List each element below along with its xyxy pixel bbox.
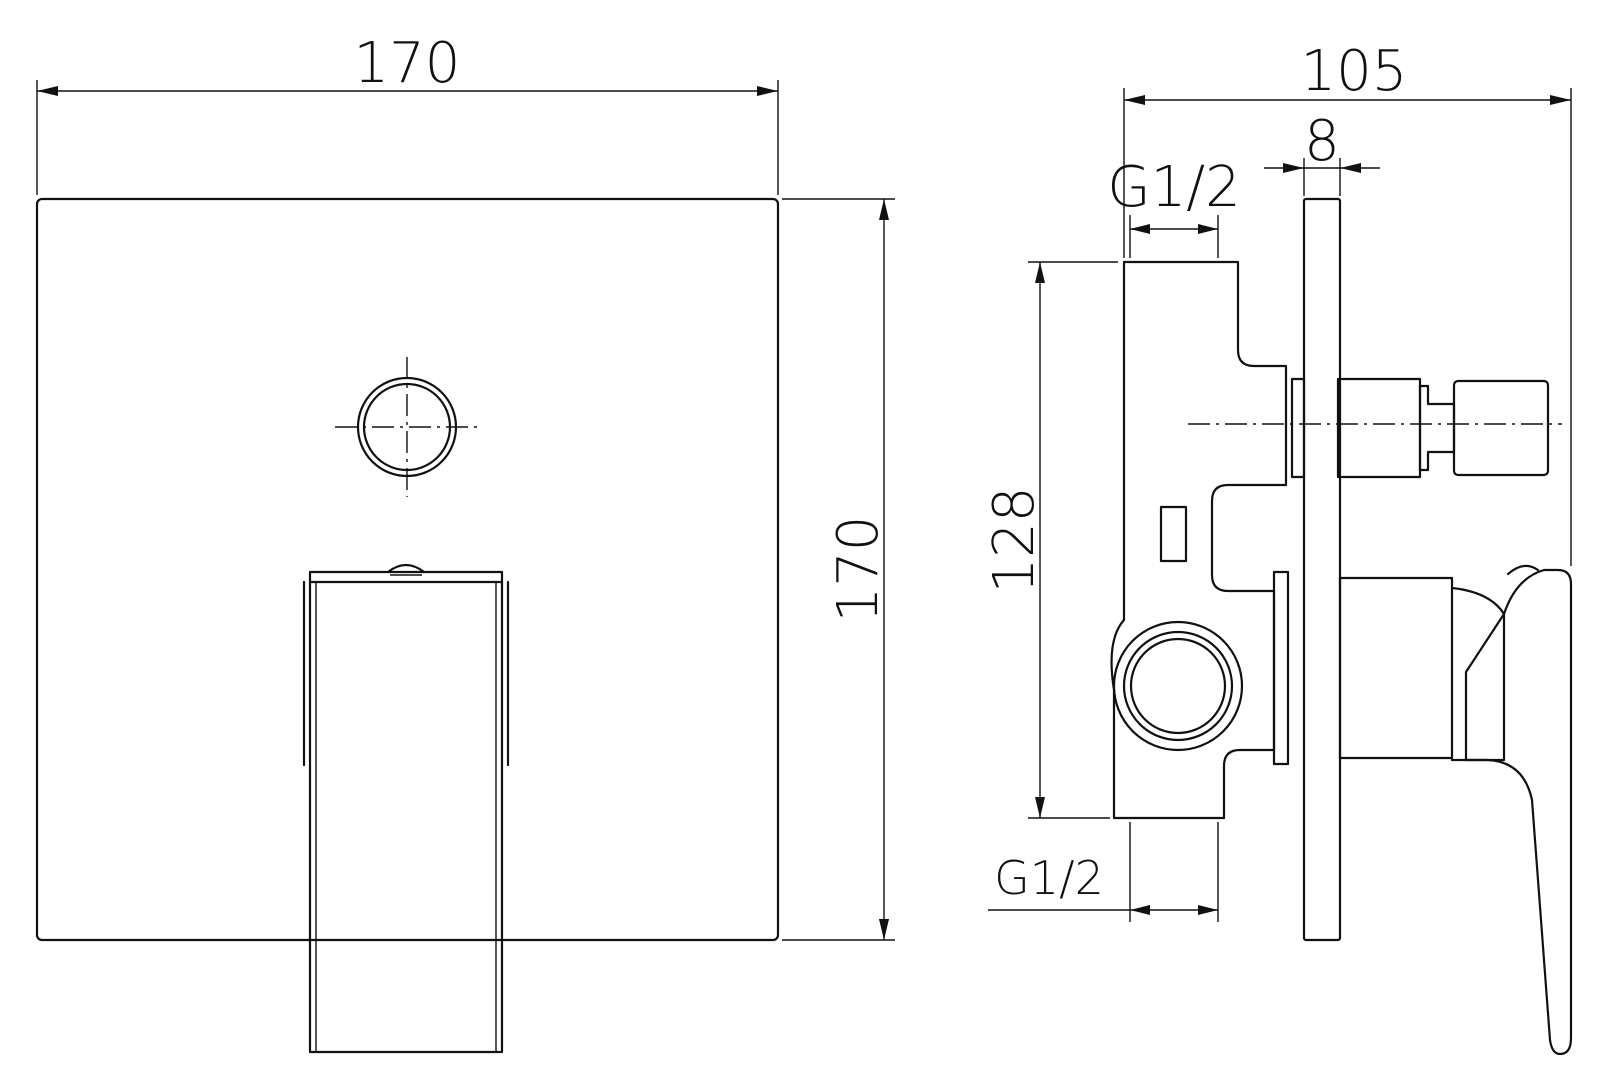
mixer-lever-handle — [302, 563, 510, 1054]
top-thread-dimension: G1/2 — [1107, 155, 1241, 258]
body-height-label: 128 — [982, 487, 1047, 594]
front-height-dimension: 170 — [782, 198, 895, 941]
side-view: 105 8 G1/2 128 — [982, 39, 1573, 1056]
bottom-thread-dimension: G1/2 — [988, 822, 1219, 922]
side-depth-label: 105 — [1301, 39, 1408, 104]
front-width-label: 170 — [354, 31, 461, 96]
side-depth-dimension: 105 — [1123, 39, 1572, 566]
body-height-dimension: 128 — [982, 261, 1118, 819]
inlet-fitting-ring — [1112, 620, 1244, 752]
diverter-knob — [335, 357, 480, 497]
side-lever-handle — [1272, 564, 1573, 1056]
front-width-dimension: 170 — [36, 31, 779, 195]
plate-thickness-dimension: 8 — [1264, 109, 1380, 196]
top-thread-label: G1/2 — [1107, 155, 1241, 220]
diverter-spindle — [1188, 377, 1562, 479]
bottom-thread-label: G1/2 — [994, 851, 1104, 905]
cover-plate-outline — [35, 197, 780, 942]
front-height-label: 170 — [826, 516, 891, 623]
front-view: 170 170 — [35, 31, 895, 1054]
valve-body-window — [1159, 505, 1188, 563]
cover-plate-side — [1302, 197, 1342, 942]
plate-thickness-label: 8 — [1304, 109, 1340, 174]
